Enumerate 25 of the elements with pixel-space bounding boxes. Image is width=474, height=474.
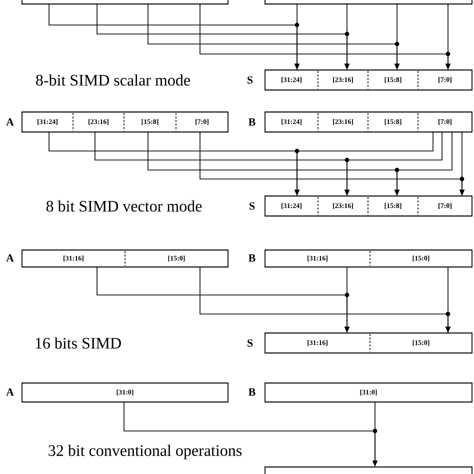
mode-title: 8-bit SIMD scalar mode	[36, 74, 190, 86]
register-letter: B	[248, 388, 256, 396]
register-box	[264, 382, 472, 402]
register-box	[22, 0, 228, 4]
register-box	[22, 112, 228, 132]
register-letter: A	[6, 118, 14, 126]
mode-title: 16 bits SIMD	[36, 337, 121, 349]
register-letter: A	[6, 388, 14, 396]
mode-title: 32 bit conventional operations	[48, 444, 242, 460]
register-letter: B	[248, 118, 256, 126]
register-box	[264, 332, 472, 354]
register-box	[264, 196, 472, 216]
register-letter: S	[248, 339, 253, 347]
register-letter: A	[6, 254, 14, 262]
mode-title: 8 bit SIMD vector mode	[46, 200, 202, 212]
register-box	[22, 250, 228, 268]
register-box	[22, 382, 228, 402]
register-box	[264, 0, 472, 4]
register-letter: S	[248, 76, 253, 84]
register-box	[264, 250, 472, 268]
register-box	[264, 70, 472, 90]
register-box	[264, 112, 472, 132]
register-letter: S	[250, 202, 255, 210]
register-box	[264, 466, 472, 474]
register-letter: B	[248, 254, 256, 262]
